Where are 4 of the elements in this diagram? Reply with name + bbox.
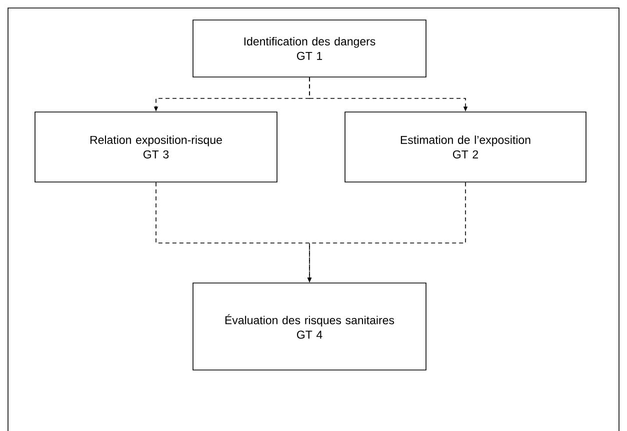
process-box: Relation exposition-risque GT 3	[34, 112, 278, 182]
process-box: Identification des dangers GT 1	[192, 20, 426, 78]
process-box: Estimation de l’exposition GT 2	[344, 112, 586, 182]
process-box: Évaluation des risques sanitaires GT 4	[192, 282, 426, 370]
